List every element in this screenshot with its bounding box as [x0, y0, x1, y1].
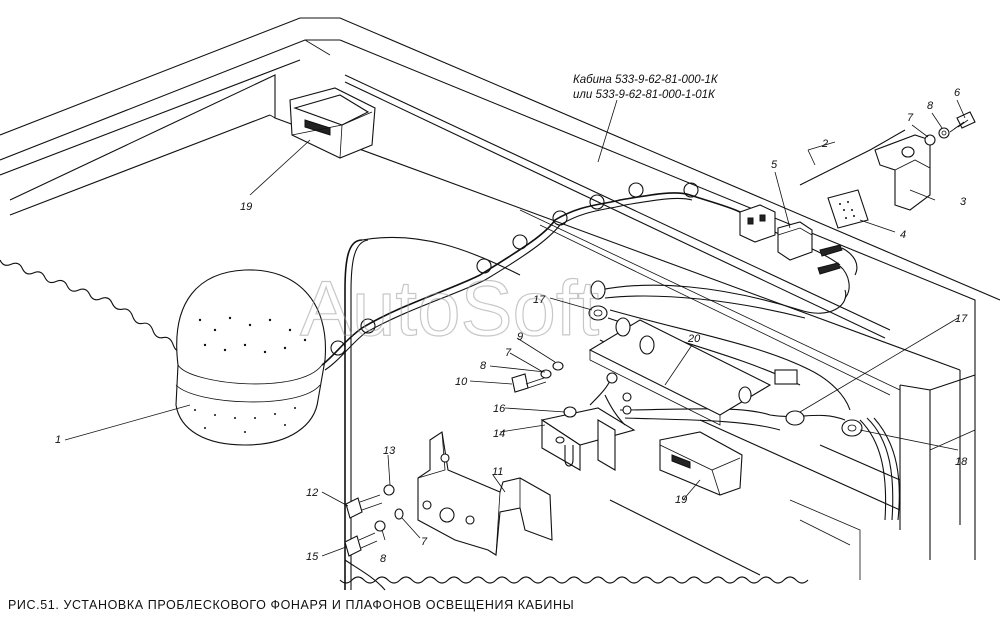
callout-4: 4 — [900, 229, 906, 241]
fasteners-middle — [511, 361, 632, 426]
cabin-roof — [0, 17, 1000, 584]
callout-7-mid: 7 — [505, 347, 512, 359]
fasteners-lower — [344, 484, 404, 557]
leader-lines — [64, 99, 966, 557]
cabin-note-line1: Кабина 533-9-62-81-000-1К — [573, 74, 719, 86]
callout-19-bottom: 19 — [675, 494, 687, 506]
switch-bracket — [540, 372, 636, 471]
mounting-bracket-group — [799, 111, 976, 229]
callout-13: 13 — [383, 445, 396, 457]
callout-14: 14 — [493, 428, 505, 440]
callout-12: 12 — [306, 487, 318, 499]
wiring-harness — [321, 182, 900, 591]
callout-19-top: 19 — [240, 201, 252, 213]
callout-1: 1 — [55, 434, 61, 446]
grommets — [588, 305, 863, 437]
ceiling-lamp-upper — [289, 87, 376, 159]
pad-dots — [839, 201, 855, 219]
beacon-lamp — [175, 269, 327, 446]
callout-labels: 1 2 3 4 5 6 7 8 7 8 9 10 11 12 13 14 15 … — [55, 87, 968, 565]
lamp-bracket — [417, 431, 553, 556]
callout-8-top: 8 — [927, 100, 934, 112]
watermark: AutoSoft — [300, 264, 600, 352]
mounting-plate — [588, 280, 798, 426]
callout-3: 3 — [960, 196, 967, 208]
callout-7-low: 7 — [421, 536, 428, 548]
callout-17-left: 17 — [533, 294, 546, 306]
callout-17-right: 17 — [955, 313, 968, 325]
callout-16: 16 — [493, 403, 506, 415]
callout-5: 5 — [771, 159, 778, 171]
callout-18: 18 — [955, 456, 968, 468]
callout-10: 10 — [455, 376, 468, 388]
callout-15: 15 — [306, 551, 319, 563]
figure-caption: РИС.51. УСТАНОВКА ПРОБЛЕСКОВОГО ФОНАРЯ И… — [8, 598, 575, 612]
wire-terminals — [817, 244, 858, 299]
callout-20: 20 — [687, 333, 701, 345]
callout-6: 6 — [954, 87, 961, 99]
callout-11: 11 — [492, 466, 503, 478]
ceiling-lamp-lower — [659, 431, 743, 496]
callout-8-mid: 8 — [480, 360, 487, 372]
lamp-dots — [194, 316, 307, 433]
callout-7-top: 7 — [907, 112, 914, 124]
connector-block — [739, 204, 813, 261]
callout-9: 9 — [517, 331, 523, 343]
callout-8-low: 8 — [380, 553, 387, 565]
cabin-note-line2: или 533-9-62-81-000-1-01К — [573, 89, 716, 101]
callout-2: 2 — [821, 138, 828, 150]
